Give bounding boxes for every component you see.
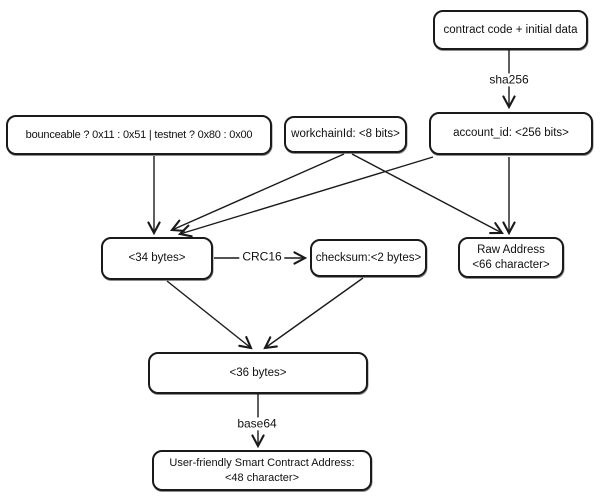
node-account-id: account_id: <256 bits> [429,112,593,155]
node-34-bytes-label: <34 bytes> [128,252,186,265]
node-raw-address-line2: <66 character> [472,258,550,271]
edge-workchain-to-34bytes [172,153,345,230]
edge-checksum-to-36bytes [265,277,364,348]
node-checksum: checksum:<2 bytes> [310,239,427,277]
node-checksum-label: checksum:<2 bytes> [315,251,422,264]
node-contract-code: contract code + initial data [433,10,588,50]
node-user-friendly-address-line1: User-friendly Smart Contract Address: [169,457,355,470]
node-raw-address-line1: Raw Address [477,243,545,256]
edge-label-sha256: sha256 [486,73,532,87]
node-bounceable-flag: bounceable ? 0x11 : 0x51 | testnet ? 0x8… [6,115,272,155]
edge-workchain-to-raw [351,153,502,233]
edge-label-crc16: CRC16 [239,250,285,264]
node-workchain-id: workchainId: <8 bits> [284,116,407,153]
node-bounceable-flag-label: bounceable ? 0x11 : 0x51 | testnet ? 0x8… [25,128,253,141]
node-36-bytes-label: <36 bytes> [229,366,287,379]
edge-account-to-34bytes [180,156,434,234]
edge-label-base64: base64 [234,417,280,431]
node-contract-code-label: contract code + initial data [443,23,578,36]
node-raw-address: Raw Address <66 character> [458,237,564,278]
node-account-id-label: account_id: <256 bits> [453,127,569,140]
node-workchain-id-label: workchainId: <8 bits> [291,128,400,141]
edge-34bytes-to-36bytes [166,280,251,348]
node-36-bytes: <36 bytes> [148,352,368,394]
node-user-friendly-address: User-friendly Smart Contract Address: <4… [152,450,372,491]
node-user-friendly-address-line2: <48 character> [225,471,299,484]
node-34-bytes: <34 bytes> [101,237,213,280]
